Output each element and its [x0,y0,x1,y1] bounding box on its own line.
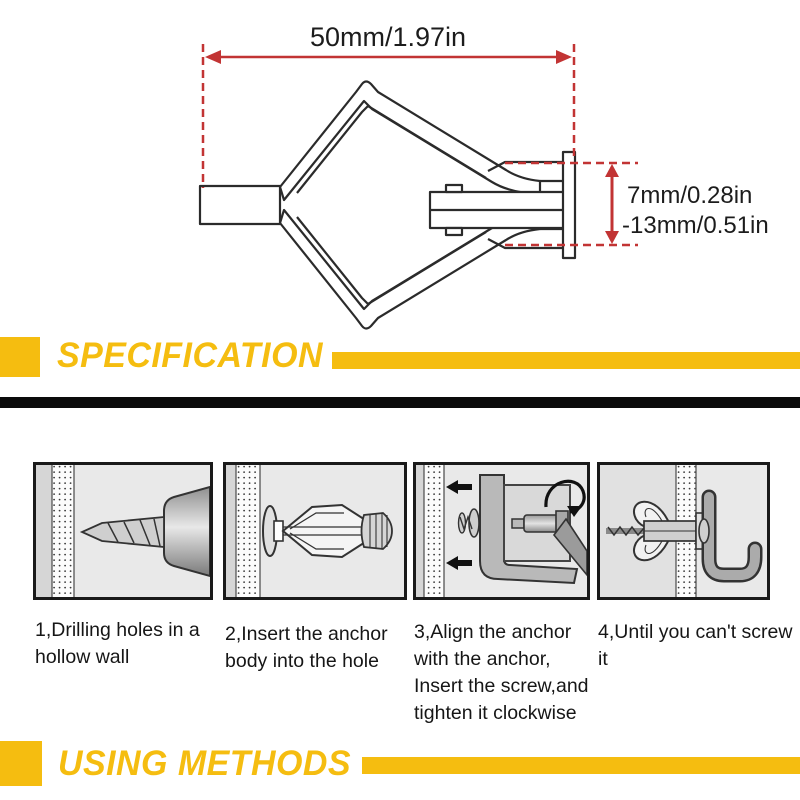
screwdriver-tip [511,518,525,529]
specification-accent-bar [332,352,800,369]
anchor-ribbed-cap [360,512,393,550]
drill-bit-icon [36,465,210,597]
wall-hook-icon [600,465,767,597]
dimension-lines [201,44,638,247]
using-methods-accent-bar [362,757,800,774]
screw-head [468,508,480,538]
anchor-flange [561,150,577,260]
screwdriver-handle [552,517,587,577]
screw-and-screwdriver-icon [416,465,587,597]
divider-bar [0,397,800,408]
using-methods-heading: USING METHODS [58,744,352,783]
width-dimension-label: 50mm/1.97in [310,22,466,52]
wall-texture [424,465,444,597]
wall-texture [236,465,260,597]
step-3-caption: 3,Align the anchor with the anchor, Inse… [414,621,589,724]
step-4-caption: 4,Until you can't screw it [598,621,793,670]
height-dimension-label-line1: 7mm/0.28in [627,182,752,209]
anchor-outline [198,80,577,330]
push-arrow-bottom [458,560,472,566]
wall-texture [52,465,74,597]
step-4-panel [597,462,770,600]
step-2-caption: 2,Insert the anchor body into the hole [225,623,388,672]
specification-accent-square [0,337,40,377]
step-3-panel [413,462,590,600]
screwdriver-shaft [523,514,559,533]
wall-surface [36,465,52,597]
height-dimension-label-line2: -13mm/0.51in [622,212,769,239]
using-methods-accent-square [0,741,42,786]
anchor-tip-cap [198,184,282,226]
step-1-caption: 1,Drilling holes in a hollow wall [35,619,200,668]
step-2-panel [223,462,407,600]
hanging-hook [704,492,760,580]
drill-bit [79,516,165,548]
drill-chuck [163,485,210,578]
screw-head [698,518,710,544]
anchor-body-icon [226,465,404,597]
push-arrow-top [458,484,472,490]
dimension-arrowheads [205,50,619,244]
step-1-panel [33,462,213,600]
specification-heading: SPECIFICATION [57,336,323,375]
anchor-cross-section-drawing: 50mm/1.97in 7mm/0.28in -13mm/0.51in [198,22,769,330]
